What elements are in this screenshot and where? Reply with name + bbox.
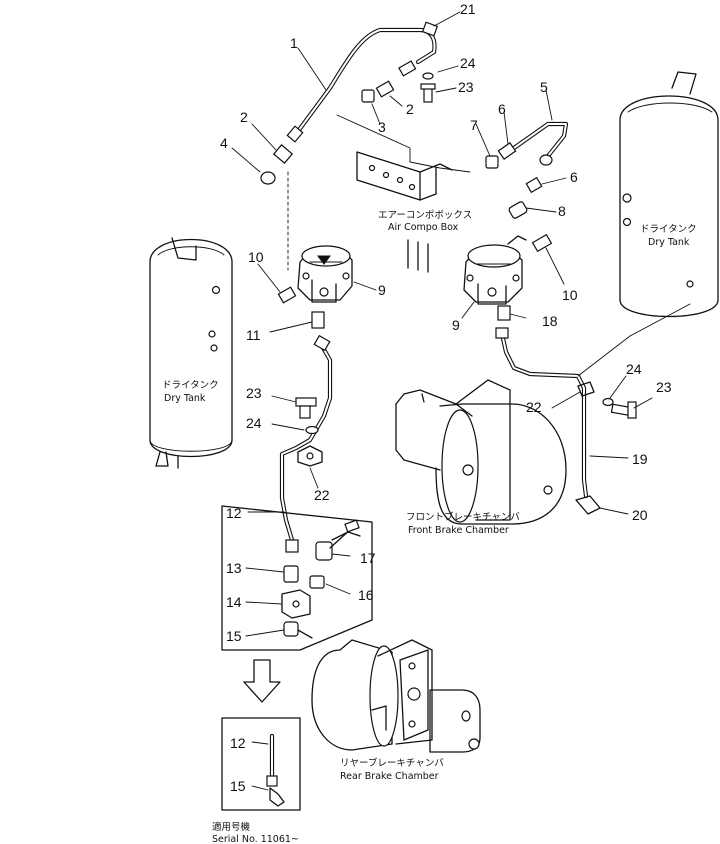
front-brake-chamber: フロントブレーキチャンバ Front Brake Chamber — [395, 379, 567, 536]
part-number-22-left: 22 — [314, 487, 330, 503]
part-number-15: 15 — [226, 628, 242, 644]
clamp-22-left — [297, 445, 323, 467]
tube-19 — [495, 303, 691, 499]
part-number-18: 18 — [542, 313, 558, 329]
part-number-1: 1 — [290, 35, 298, 51]
part-number-9-right: 9 — [452, 317, 460, 333]
elbow-20 — [575, 495, 601, 515]
part-number-24-top: 24 — [460, 55, 476, 71]
elbow-8 — [508, 201, 528, 219]
part-numbers: 1 21 24 23 2 3 5 6 7 6 8 2 4 10 9 11 23 … — [220, 1, 672, 794]
rear-brake-label-jp: リヤーブレーキチャンバ — [340, 757, 444, 769]
fitting-7 — [485, 155, 499, 169]
part-number-6-top: 6 — [498, 101, 506, 117]
part-number-5: 5 — [540, 79, 548, 95]
air-compo-box-label-jp: エアーコンポボックス — [378, 210, 472, 221]
pressure-switch-17 — [315, 519, 361, 561]
rear-brake-label-en: Rear Brake Chamber — [340, 771, 439, 782]
serial-label-en: Serial No. 11061~ — [212, 834, 299, 844]
right-dry-tank: ドライタンク Dry Tank — [619, 71, 719, 318]
tube-12 — [279, 334, 333, 553]
part-number-19: 19 — [632, 451, 648, 467]
part-number-24-right: 24 — [626, 361, 642, 377]
part-number-8: 8 — [558, 203, 566, 219]
right-dry-tank-label-en: Dry Tank — [648, 237, 690, 248]
part-number-11: 11 — [246, 327, 261, 343]
part-number-9-left: 9 — [378, 282, 386, 298]
part-number-21: 21 — [460, 1, 476, 17]
left-dry-tank-label-jp: ドライタンク — [162, 380, 219, 391]
relay-valve-left — [297, 245, 353, 303]
fitting-6-top — [497, 142, 517, 160]
part-number-13: 13 — [226, 560, 242, 576]
leader-lines — [231, 11, 653, 791]
part-number-3: 3 — [378, 119, 386, 135]
solenoid-box-outline — [221, 505, 373, 651]
clamp-22-right — [577, 381, 595, 397]
left-dry-tank: ドライタンク Dry Tank — [149, 237, 233, 469]
part-number-10-left: 10 — [248, 249, 264, 265]
part-number-4: 4 — [220, 135, 228, 151]
part-number-23-top: 23 — [458, 79, 474, 95]
part-number-12-inset: 12 — [230, 735, 246, 751]
fitting-10-right — [531, 233, 553, 253]
part-number-20: 20 — [632, 507, 648, 523]
part-number-14: 14 — [226, 594, 242, 610]
bolt-23-24-top — [420, 72, 436, 103]
fitting-11 — [311, 311, 325, 329]
part-number-17: 17 — [360, 550, 376, 566]
air-compo-box-bracket: エアーコンポボックス Air Compo Box — [336, 114, 472, 273]
part-number-23-left: 23 — [246, 385, 262, 401]
part-number-16: 16 — [358, 587, 374, 603]
left-dry-tank-label-en: Dry Tank — [164, 393, 206, 404]
fitting-18 — [497, 305, 511, 321]
part-number-2-left: 2 — [240, 109, 248, 125]
part-number-23-right: 23 — [656, 379, 672, 395]
part-number-12: 12 — [226, 505, 242, 521]
hose-1 — [286, 21, 439, 143]
fitting-6-mid — [525, 176, 543, 194]
front-brake-label-en: Front Brake Chamber — [408, 525, 509, 536]
elbow-15 — [283, 621, 313, 639]
part-number-7: 7 — [470, 117, 478, 133]
relay-valve-right — [463, 235, 527, 305]
bolt-23-24-right — [602, 397, 637, 419]
right-dry-tank-label-jp: ドライタンク — [640, 224, 697, 235]
fitting-10-left — [277, 286, 297, 304]
serial-label-jp: 適用号機 — [212, 821, 251, 833]
fitting-16 — [309, 575, 325, 589]
part-number-6-mid: 6 — [570, 169, 578, 185]
fitting-2-4-left — [260, 144, 294, 271]
fitting-2-3-top — [361, 80, 395, 103]
part-number-24-left: 24 — [246, 415, 262, 431]
arrow-down — [243, 659, 281, 703]
part-number-15-inset: 15 — [230, 778, 246, 794]
front-brake-label-jp: フロントブレーキチャンバ — [406, 511, 520, 523]
serial-inset-box — [221, 717, 301, 811]
air-compo-box-label-en: Air Compo Box — [388, 222, 459, 233]
fitting-13 — [283, 565, 299, 583]
part-number-22-right: 22 — [526, 399, 542, 415]
tube-5 — [511, 121, 569, 166]
bolt-23-24-left — [295, 397, 319, 435]
rear-brake-chamber: リヤーブレーキチャンバ Rear Brake Chamber — [311, 639, 481, 782]
solenoid-valve-14 — [281, 589, 311, 619]
part-number-2-top: 2 — [406, 101, 414, 117]
part-number-10-right: 10 — [562, 287, 578, 303]
